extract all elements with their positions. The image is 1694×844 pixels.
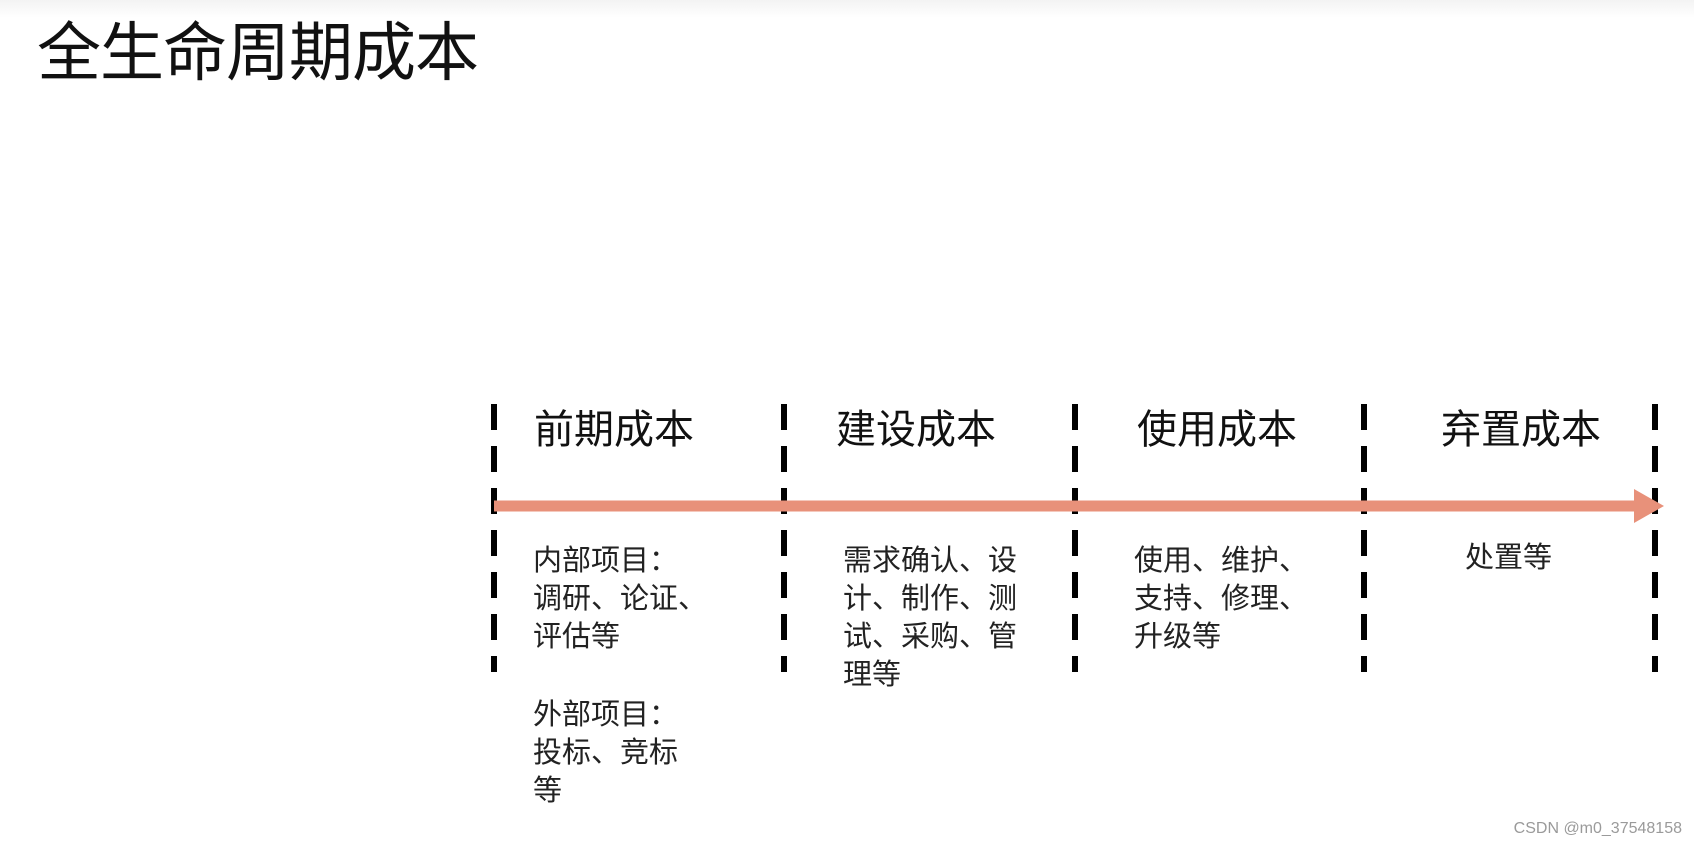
desc-line: 外部项目： [533, 697, 679, 731]
desc-line: 需求确认、设 [843, 543, 1018, 577]
desc-line: 支持、修理、 [1134, 581, 1309, 615]
page-title: 全生命周期成本 [37, 17, 479, 91]
desc-line: 处置等 [1465, 540, 1553, 574]
watermark: CSDN @m0_37548158 [1513, 820, 1682, 837]
phase-heading-1: 前期成本 [534, 407, 694, 453]
phase-heading-2: 建设成本 [836, 407, 996, 453]
phase-heading-3: 使用成本 [1137, 407, 1297, 453]
phase-desc-1-external: 外部项目： 投标、竞标 等 [533, 695, 678, 809]
desc-line: 升级等 [1134, 619, 1222, 653]
desc-line: 调研、论证、 [533, 581, 708, 615]
desc-line: 内部项目： [533, 543, 679, 577]
phase-desc-3: 使用、维护、 支持、修理、 升级等 [1134, 541, 1308, 655]
phase-desc-4: 处置等 [1465, 538, 1552, 576]
desc-line: 计、制作、测 [843, 581, 1018, 615]
timeline-arrow-head [1634, 489, 1664, 523]
top-band [0, 0, 1694, 18]
desc-line: 投标、竞标 [533, 735, 679, 769]
phase-desc-2: 需求确认、设 计、制作、测 试、采购、管 理等 [843, 541, 1017, 693]
phase-heading-4: 弃置成本 [1441, 407, 1601, 453]
desc-line: 评估等 [533, 619, 621, 653]
desc-line: 理等 [843, 657, 902, 691]
desc-line: 试、采购、管 [843, 619, 1018, 653]
phase-desc-1-internal: 内部项目： 调研、论证、 评估等 [533, 541, 707, 655]
desc-line: 使用、维护、 [1134, 543, 1309, 577]
desc-line: 等 [533, 773, 563, 807]
